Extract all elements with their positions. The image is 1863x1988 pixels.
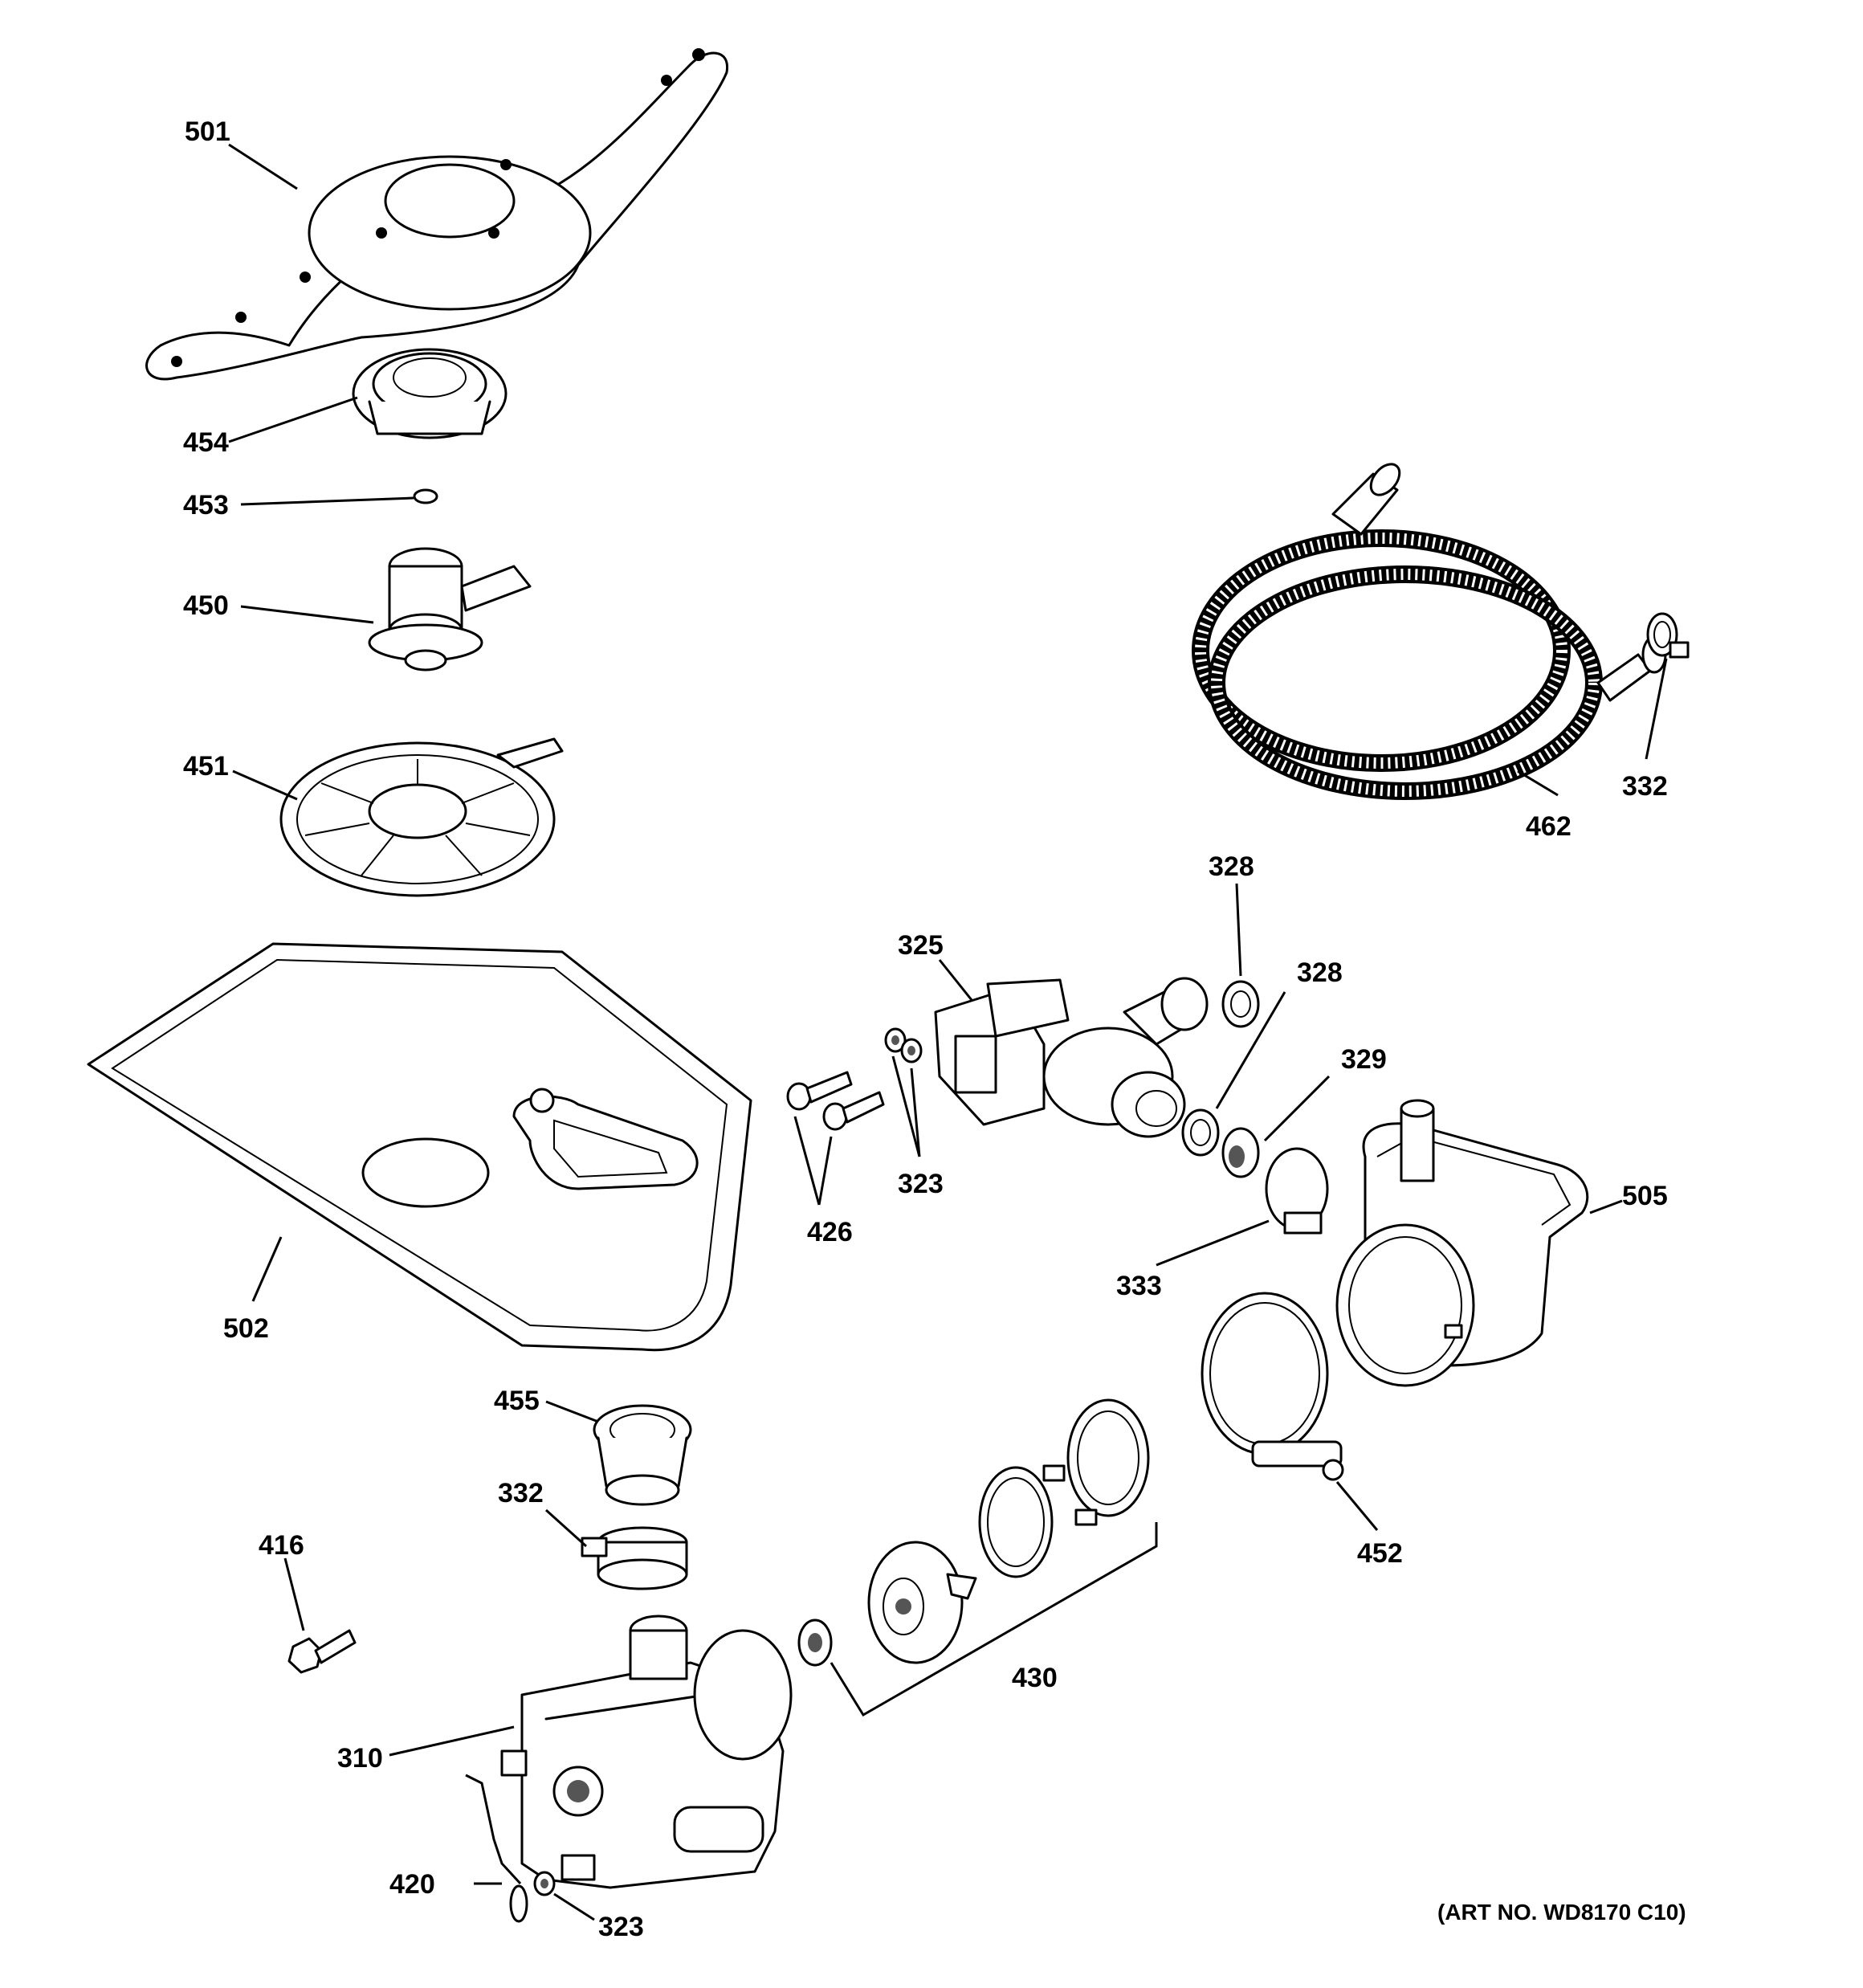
part-426-screws: [786, 1071, 885, 1131]
part-452-clamp: [1201, 1292, 1344, 1481]
part-325-drain-solenoid: [934, 977, 1209, 1138]
callout-325: 325: [898, 930, 944, 961]
callout-labels: 501 454 453 450 451 502 455 332 416 310 …: [183, 116, 1686, 1942]
callout-450: 450: [183, 590, 229, 621]
callout-323: 323: [898, 1169, 944, 1199]
part-328-seal-lower: [1181, 1108, 1220, 1157]
part-501-lower-spray-arm: [145, 48, 728, 381]
callout-328-lower: 328: [1297, 957, 1343, 988]
callout-332-outlet: 332: [1622, 771, 1668, 802]
part-420-wire-clip: [465, 1774, 528, 1923]
callout-323-lower: 323: [598, 1912, 644, 1942]
part-329-check-valve: [1221, 1127, 1260, 1178]
part-430-impeller-kit: [797, 1398, 1158, 1717]
callout-426: 426: [807, 1217, 853, 1247]
callout-333: 333: [1116, 1271, 1162, 1301]
part-453-o-ring: [413, 488, 438, 504]
callout-430: 430: [1012, 1663, 1058, 1693]
part-451-filter-assembly: [279, 737, 564, 897]
part-333-clamp: [1265, 1147, 1329, 1235]
callout-455: 455: [494, 1386, 540, 1416]
part-332-hose-clamp-outlet: [1646, 612, 1690, 659]
callout-420: 420: [389, 1869, 435, 1900]
callout-505: 505: [1622, 1181, 1668, 1211]
part-454-spray-arm-hub: [352, 348, 508, 439]
callout-332: 332: [498, 1478, 544, 1508]
art-number: (ART NO. WD8170 C10): [1437, 1900, 1686, 1925]
callout-501: 501: [185, 116, 230, 147]
part-505-sump-housing: [1335, 1099, 1589, 1387]
callout-462: 462: [1526, 811, 1572, 842]
part-450-coupling: [368, 547, 532, 672]
part-310-pump-motor: [500, 1614, 793, 1889]
part-502-sump-cover: [87, 942, 752, 1352]
callout-329: 329: [1341, 1044, 1387, 1075]
callout-451: 451: [183, 751, 229, 782]
part-455-seal: [593, 1404, 692, 1506]
part-328-seal-upper: [1221, 980, 1260, 1028]
callout-416: 416: [259, 1530, 304, 1561]
callout-502: 502: [223, 1313, 269, 1344]
part-323-grommet-lower: [533, 1871, 556, 1896]
part-416-bolt: [287, 1629, 357, 1674]
callout-452: 452: [1357, 1538, 1403, 1569]
part-332-hose-clamp: [581, 1526, 688, 1590]
callout-328-upper: 328: [1209, 851, 1254, 882]
part-462-drain-hose: [1192, 463, 1667, 800]
part-323-grommets: [884, 1027, 923, 1063]
leader-lines: [228, 143, 1668, 1921]
callout-453: 453: [183, 490, 229, 520]
callout-454: 454: [183, 427, 229, 458]
callout-310: 310: [337, 1743, 383, 1774]
